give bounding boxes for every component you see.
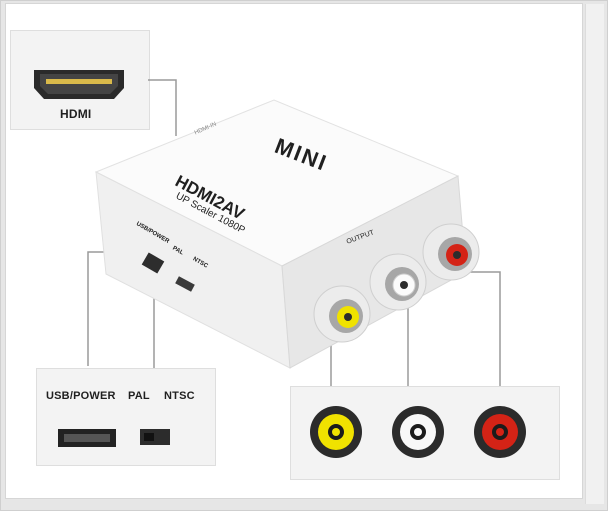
- device-rca-red: [422, 223, 480, 281]
- usb-port-icon: [58, 429, 116, 447]
- callout-rca-yellow: [310, 406, 362, 458]
- drawing-layer: [34, 70, 501, 396]
- hdmi-port-icon: [34, 70, 124, 99]
- callout-icons-layer: [58, 406, 526, 458]
- pal-ntsc-switch-icon: [140, 429, 170, 445]
- pal-label: PAL: [128, 390, 150, 402]
- usb-switch-callout-panel: [36, 368, 216, 466]
- product-photo: HDMI USB/POWER PAL NTSC MINI HDMI2AV UP …: [6, 4, 582, 498]
- device-rca-white: [369, 253, 427, 311]
- vertical-scrollbar[interactable]: [585, 4, 604, 504]
- device-rca-yellow: [313, 285, 371, 343]
- callout-rca-white: [392, 406, 444, 458]
- callout-rca-red: [474, 406, 526, 458]
- hdmi-label: HDMI: [60, 107, 92, 121]
- ntsc-label: NTSC: [164, 390, 195, 402]
- usb-power-label: USB/POWER: [46, 390, 116, 402]
